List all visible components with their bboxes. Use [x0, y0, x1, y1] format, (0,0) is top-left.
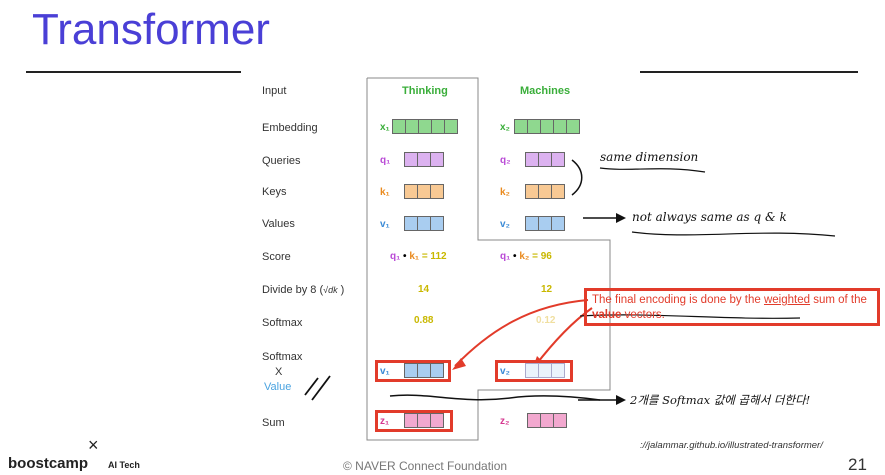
col2-key-vector — [525, 184, 565, 199]
col1-k: k₁ — [380, 187, 390, 198]
divide-label: Divide by 8 ( — [262, 284, 324, 296]
col2-embedding-vector — [514, 119, 580, 134]
col2-score: q₁ • k₂ = 96 — [500, 251, 552, 262]
callout-mid: sum of the — [810, 294, 867, 306]
col1-score-q: q₁ — [390, 251, 401, 262]
row-label-times: X — [275, 366, 283, 378]
col1-softmax: 0.88 — [414, 315, 434, 326]
row-label-embedding: Embedding — [262, 122, 318, 134]
col2-query-vector — [525, 152, 565, 167]
col2-score-dot: • — [513, 251, 517, 262]
col2-x: x₂ — [500, 122, 511, 133]
col2-v: v₂ — [500, 219, 511, 230]
col1-embedding-vector — [392, 119, 458, 134]
col1-x: x₁ — [380, 122, 390, 133]
col1-z: z₁ — [380, 416, 390, 427]
col2-q: q₂ — [500, 155, 511, 166]
divide-math: √dk — [323, 285, 338, 295]
row-label-value: Value — [264, 381, 292, 393]
col1-output-vector — [404, 413, 444, 428]
brand-sub: AI Tech — [108, 460, 140, 470]
col2-softmax: 0.12 — [536, 315, 556, 326]
callout-pre: The final encoding is done by the — [592, 294, 764, 306]
col2-value-vector — [525, 216, 565, 231]
col1-value-vector — [404, 216, 444, 231]
row-label-queries: Queries — [262, 155, 301, 167]
note-not-always-same: not always same as q & k — [632, 210, 787, 224]
col2-weighted-value-highlight — [495, 360, 573, 382]
title-rule-left — [26, 71, 241, 73]
col1-divide: 14 — [418, 284, 430, 295]
row-label-values: Values — [262, 218, 295, 230]
col2-k: k₂ — [500, 187, 511, 198]
row-label-input: Input — [262, 85, 287, 97]
slide-title: Transformer — [32, 5, 270, 54]
col2-z: z₂ — [500, 416, 510, 427]
col1-weighted-value-highlight — [375, 360, 451, 382]
col2-divide: 12 — [541, 284, 553, 295]
note-same-dimension: same dimension — [600, 150, 699, 164]
row-label-divide: Divide by 8 (√dk ) — [262, 284, 344, 296]
col2-word: Machines — [520, 85, 571, 97]
col1-v-weighted: v₁ — [380, 366, 390, 377]
col2-score-value: = 96 — [532, 251, 552, 262]
brand-logo: boostcamp — [8, 455, 89, 472]
col1-q: q₁ — [380, 155, 391, 166]
page-number: 21 — [848, 455, 867, 474]
row-label-sum: Sum — [262, 417, 285, 429]
col1-weighted-value-vector — [404, 363, 444, 378]
col1-word: Thinking — [402, 85, 448, 97]
weighted-sum-callout: The final encoding is done by the weight… — [584, 288, 880, 326]
col1-v: v₁ — [380, 219, 390, 230]
callout-post: vectors. — [621, 309, 665, 321]
col1-score-dot: • — [403, 251, 407, 262]
brand-x-mark: × — [88, 435, 99, 455]
col1-score: q₁ • k₁ = 112 — [390, 251, 447, 262]
col1-sum-highlight — [375, 410, 453, 432]
title-rule-right — [640, 71, 858, 73]
col1-key-vector — [404, 184, 444, 199]
row-label-score: Score — [262, 251, 291, 263]
col1-score-value: = 112 — [421, 251, 447, 262]
note-korean: 2개를 Softmax 값에 곱해서 더한다! — [630, 393, 811, 407]
col2-score-k: k₂ — [519, 251, 530, 262]
source-link[interactable]: ://jalammar.github.io/illustrated-transf… — [640, 440, 823, 451]
col1-query-vector — [404, 152, 444, 167]
row-label-softmax: Softmax — [262, 317, 303, 329]
footer-copyright: © NAVER Connect Foundation — [343, 459, 508, 473]
row-label-softmax2: Softmax — [262, 351, 303, 363]
col2-weighted-value-vector — [525, 363, 565, 378]
divide-close: ) — [340, 284, 345, 296]
col2-v-weighted: v₂ — [500, 366, 511, 377]
col2-score-q: q₁ — [500, 251, 511, 262]
row-label-keys: Keys — [262, 186, 287, 198]
callout-value: value — [592, 309, 622, 321]
callout-weighted: weighted — [763, 294, 811, 306]
col1-score-k: k₁ — [409, 251, 420, 262]
col2-output-vector — [527, 413, 567, 428]
